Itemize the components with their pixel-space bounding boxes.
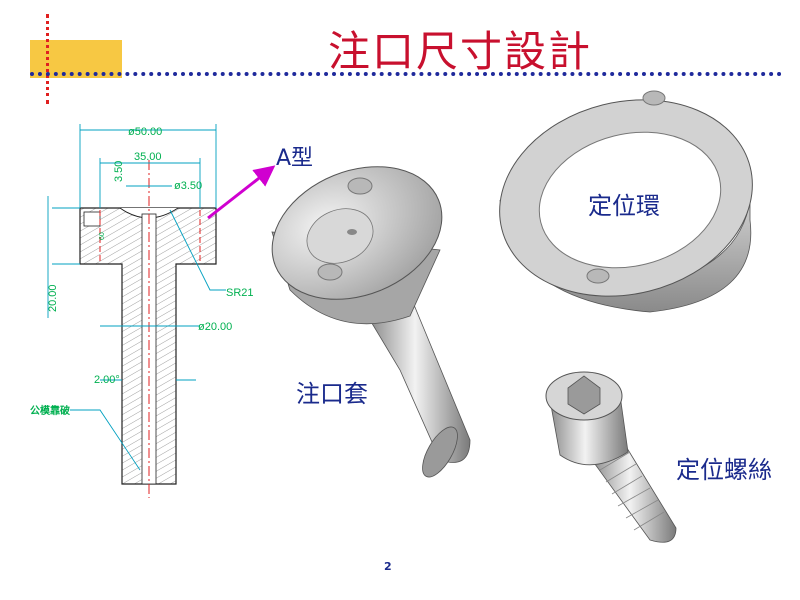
dim-small: 60 [99, 232, 106, 240]
dim-sr21: SR21 [226, 287, 254, 299]
page-number: 2 [384, 560, 392, 573]
section-body [79, 160, 217, 498]
dimension-lines [47, 124, 226, 471]
label-sprue-bushing: 注口套 [296, 380, 368, 408]
dim-h350: 3.50 [113, 161, 125, 182]
dim-d50: ø50.00 [128, 126, 162, 138]
dim-d20: ø20.00 [198, 321, 232, 333]
dim-w35: 35.00 [134, 151, 162, 163]
label-locating-ring: 定位環 [588, 192, 660, 220]
red-dotted-vertical [46, 14, 49, 104]
dim-h20: 20.00 [47, 284, 59, 312]
sprue-bushing-3d [271, 166, 471, 478]
yellow-block [30, 40, 122, 78]
dim-note: 公模靠破 [30, 404, 70, 417]
label-locating-screw: 定位螺絲 [676, 456, 772, 484]
pointer-arrow [207, 165, 276, 220]
dim-d350: ø3.50 [174, 180, 202, 192]
locating-screw-3d [545, 371, 677, 543]
locating-ring-3d [499, 90, 753, 313]
label-type-a: A型 [276, 146, 314, 171]
blue-dotted-rule [30, 72, 782, 76]
dim-w2: 2.00° [94, 374, 120, 386]
slide-title: 注口尺寸設計 [327, 27, 592, 76]
